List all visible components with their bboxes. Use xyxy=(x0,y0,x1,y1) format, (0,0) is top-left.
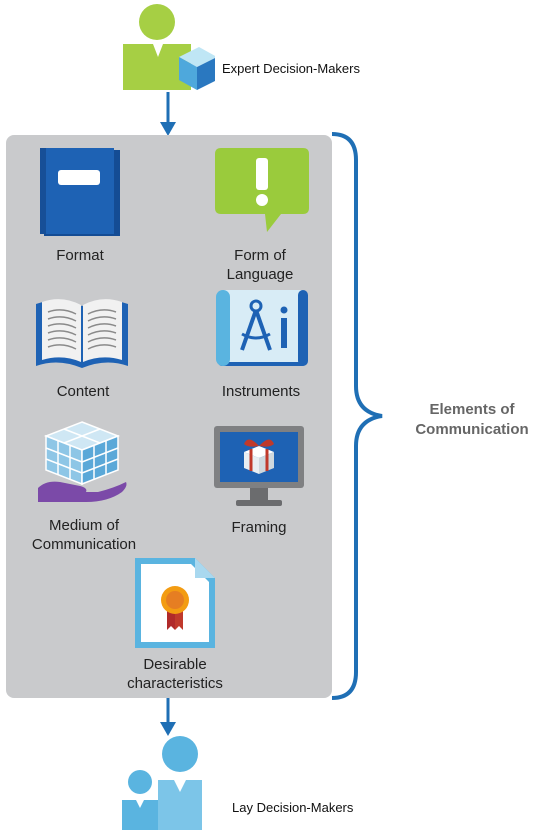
bottom-arrow xyxy=(160,698,176,736)
lay-people-icon xyxy=(122,736,202,830)
instruments-label: Instruments xyxy=(200,382,322,401)
form-of-language-line1: Form of xyxy=(234,247,286,264)
desirable-label-line2: characteristics xyxy=(127,675,223,692)
certificate-ribbon-icon xyxy=(135,558,215,648)
content-label: Content xyxy=(30,382,136,401)
medium-label-line1: Medium of xyxy=(48,517,120,534)
medium-label: Medium of Communication xyxy=(16,516,152,554)
medium-label-line2: Communication xyxy=(31,536,137,553)
desirable-label: Desirable characteristics xyxy=(100,655,250,693)
elements-of-communication-line1: Elements of xyxy=(429,401,515,418)
monitor-gift-icon xyxy=(214,426,304,506)
right-brace xyxy=(331,132,383,700)
form-of-language-label: Form of Language xyxy=(200,246,320,284)
open-book-icon xyxy=(36,299,128,368)
desirable-label-line1: Desirable xyxy=(143,656,207,673)
lay-decision-makers-label: Lay Decision-Makers xyxy=(232,800,354,815)
content-label-line1: Content xyxy=(56,383,110,400)
instruments-label-line1: Instruments xyxy=(221,383,301,400)
top-arrow xyxy=(160,92,176,136)
expert-person-icon xyxy=(123,4,215,90)
format-label: Format xyxy=(30,246,130,265)
hand-cube-icon xyxy=(38,421,127,502)
expert-decision-makers-label: Expert Decision-Makers xyxy=(222,61,360,76)
format-label-line1: Format xyxy=(56,247,104,264)
elements-of-communication-label: Elements of Communication xyxy=(404,400,540,440)
blueprint-compass-icon xyxy=(216,290,308,366)
exclamation-speech-bubble-icon xyxy=(215,148,309,232)
form-of-language-line2: Language xyxy=(226,266,294,283)
book-icon xyxy=(40,148,120,236)
elements-of-communication-line2: Communication xyxy=(415,421,529,438)
framing-label-line1: Framing xyxy=(231,519,287,536)
framing-label: Framing xyxy=(200,518,318,537)
